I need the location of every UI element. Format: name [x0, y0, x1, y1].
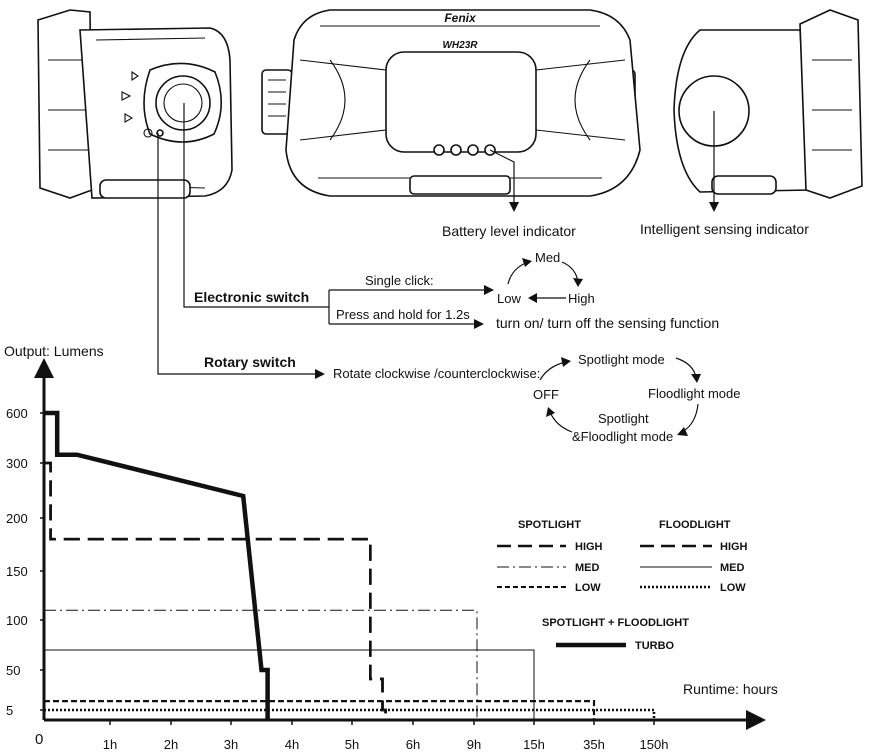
- mode-both-line1: Spotlight: [598, 411, 649, 426]
- electronic-switch-section: Electronic switch Single click: Press an…: [183, 103, 719, 331]
- y-axis-label: Output: Lumens: [4, 343, 104, 359]
- legend-spot-low-label: LOW: [575, 582, 601, 594]
- sensing-callout: Intelligent sensing indicator: [640, 111, 809, 237]
- series-floodlight-high: [44, 461, 387, 720]
- headlamp-side-view-left: [37, 9, 233, 199]
- legend-flood-high-label: HIGH: [720, 541, 748, 553]
- battery-indicator-leds: [433, 144, 496, 156]
- rotary-switch-section: Rotary switch Rotate clockwise /counterc…: [157, 133, 741, 444]
- mode-markers: [121, 70, 153, 138]
- x-axis-arrow: [746, 710, 766, 730]
- sensing-callout-label: Intelligent sensing indicator: [640, 221, 809, 237]
- series-floodlight-low: [44, 708, 656, 720]
- headlamp-side-view-right: [673, 9, 863, 199]
- rotary-knob[interactable]: [143, 62, 223, 143]
- legend-spot-med-label: MED: [575, 562, 600, 574]
- x-tick-label: 2h: [164, 737, 178, 752]
- electronic-switch-title: Electronic switch: [194, 289, 309, 305]
- model-label: WH23R: [442, 40, 478, 51]
- x-tick-label: 4h: [285, 737, 299, 752]
- press-hold-label: Press and hold for 1.2s: [336, 307, 470, 322]
- x-tick-label: 5h: [345, 737, 359, 752]
- single-click-label: Single click:: [365, 273, 434, 288]
- y-tick-label: 50: [6, 663, 20, 678]
- y-tick-label: 200: [6, 511, 28, 526]
- x-tick-label: 9h: [467, 737, 481, 752]
- battery-callout: Battery level indicator: [442, 149, 576, 239]
- x-tick-label: 35h: [583, 737, 605, 752]
- legend: SPOTLIGHT FLOODLIGHT HIGH MED LOW HIGH M…: [497, 519, 748, 652]
- origin-label: 0: [35, 731, 43, 748]
- legend-spot-high-label: HIGH: [575, 541, 603, 553]
- y-tick-label: 100: [6, 613, 28, 628]
- x-tick-label: 150h: [640, 737, 669, 752]
- x-tick-label: 1h: [103, 737, 117, 752]
- legend-combo-heading: SPOTLIGHT + FLOODLIGHT: [542, 617, 689, 629]
- x-tick-label: 3h: [224, 737, 238, 752]
- rotary-instruction: Rotate clockwise /counterclockwise:: [333, 366, 540, 381]
- runtime-chart: Output: Lumens Runtime: hours 0 600 300 20…: [4, 343, 778, 752]
- cycle-low: Low: [497, 291, 521, 306]
- y-tick-label: 600: [6, 406, 28, 421]
- y-axis-arrow: [34, 358, 54, 378]
- y-tick-label: 300: [6, 456, 28, 471]
- battery-callout-label: Battery level indicator: [442, 223, 576, 239]
- x-axis-label: Runtime: hours: [683, 681, 778, 697]
- series-layer: [44, 410, 656, 720]
- series-spotlight-low: [44, 700, 596, 720]
- rotary-switch-title: Rotary switch: [204, 354, 296, 370]
- mode-spotlight: Spotlight mode: [578, 352, 665, 367]
- series-floodlight-med: [44, 649, 535, 720]
- y-tick-label: 150: [6, 564, 28, 579]
- y-tick-label: 5: [6, 703, 13, 718]
- x-tick-label: 15h: [523, 737, 545, 752]
- cycle-med: Med: [535, 250, 560, 265]
- legend-turbo-label: TURBO: [635, 640, 675, 652]
- y-axis: 600 300 200 150 100 50 5: [6, 358, 54, 720]
- headlamp-front-view: Fenix WH23R: [261, 9, 641, 197]
- x-tick-label: 6h: [406, 737, 420, 752]
- mode-off: OFF: [533, 387, 559, 402]
- cycle-high: High: [568, 291, 595, 306]
- series-spotlight-high: [44, 461, 387, 720]
- legend-flood-med-label: MED: [720, 562, 745, 574]
- press-hold-result: turn on/ turn off the sensing function: [496, 315, 719, 331]
- legend-floodlight-heading: FLOODLIGHT: [659, 519, 731, 531]
- series-turbo: [44, 410, 270, 720]
- legend-spotlight-heading: SPOTLIGHT: [518, 519, 581, 531]
- legend-flood-low-label: LOW: [720, 582, 746, 594]
- x-axis: 1h 2h 3h 4h 5h 6h 9h 15h 35h 150h: [44, 710, 766, 752]
- mode-floodlight: Floodlight mode: [648, 386, 741, 401]
- mode-both-line2: &Floodlight mode: [572, 429, 673, 444]
- brand-logo: Fenix: [444, 11, 477, 25]
- series-spotlight-med: [44, 609, 478, 720]
